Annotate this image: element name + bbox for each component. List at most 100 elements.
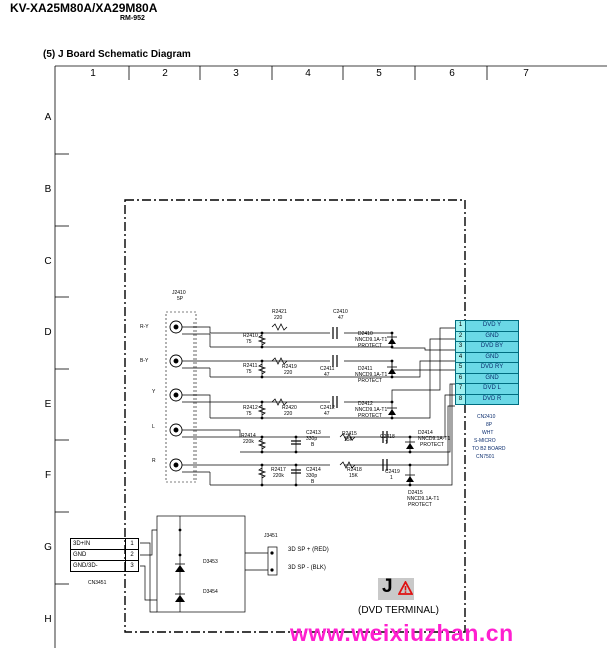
cn2410-note-dest-ref: CN7501 xyxy=(476,454,495,460)
r2420-value: 220 xyxy=(284,411,293,417)
r2410-value: 75 xyxy=(246,339,252,345)
grid-row-h: H xyxy=(44,614,52,625)
c2411-value: 47 xyxy=(324,372,330,378)
r2411-ref: R2411 xyxy=(243,363,258,369)
cn2410-pin-num: 4 xyxy=(455,351,466,363)
cn2410-note-ref: CN2410 xyxy=(477,414,496,420)
r2417-value: 220k xyxy=(273,473,284,479)
cn2410-note-pins: 8P xyxy=(486,422,493,428)
input-label-by: B-Y xyxy=(140,358,149,364)
c2410-value: 47 xyxy=(338,315,344,321)
grid-row-d: D xyxy=(44,327,52,338)
r2419-ref: R2419 xyxy=(282,364,297,370)
r2421-value: 220 xyxy=(274,315,283,321)
r2418-value: 15K xyxy=(349,473,358,479)
d2415-ref: D2415 xyxy=(408,490,423,496)
d2414-ref: D2414 xyxy=(418,430,433,436)
speaker-minus-label: 3D SP - (BLK) xyxy=(288,565,326,571)
grid-row-c: C xyxy=(44,256,52,267)
c2410-ref: C2410 xyxy=(333,309,348,315)
d2415-part: NNCD9.1A-T1 xyxy=(407,496,440,502)
grid-row-f: F xyxy=(44,470,52,481)
cn2410-pin-num: 1 xyxy=(455,320,466,332)
c2413-ref: C2413 xyxy=(306,430,321,436)
cn2410-note-type: S-MICRO xyxy=(474,438,496,444)
input-label-y: Y xyxy=(152,389,156,395)
r2414-ref: R2414 xyxy=(241,433,256,439)
r2415-value: 15K xyxy=(344,437,353,443)
d3454-ref: D3454 xyxy=(203,589,218,595)
cn3451-pin-num: 3 xyxy=(125,560,139,572)
d2410-note: PROTECT xyxy=(358,343,382,349)
c2413-value: 330p xyxy=(306,436,318,442)
grid-col-5: 5 xyxy=(376,68,382,79)
cn2410-pin-signal: DVD R xyxy=(465,393,519,405)
cn2410-pin-num: 7 xyxy=(455,383,466,395)
c2412-ref: C2412 xyxy=(320,405,335,411)
model-title: KV-XA25M80A/XA29M80A xyxy=(10,1,158,15)
d2411-ref: D2411 xyxy=(358,366,373,372)
j3451-ref: J3451 xyxy=(264,533,278,539)
grid-row-a: A xyxy=(44,112,52,123)
input-label-ry: R-Y xyxy=(140,324,149,330)
c2419-ref: C2419 xyxy=(385,469,400,475)
cn2410-pin-signal: DVD RY xyxy=(465,362,519,374)
c2414-type: B xyxy=(311,479,315,485)
grid-row-e: E xyxy=(44,399,52,410)
grid-col-4: 4 xyxy=(305,68,311,79)
d2412-note: PROTECT xyxy=(358,413,382,419)
d2411-note: PROTECT xyxy=(358,378,382,384)
c2413-type: B xyxy=(311,442,315,448)
r2420-ref: R2420 xyxy=(282,405,297,411)
r2417-ref: R2417 xyxy=(271,467,286,473)
c2418-value: 1 xyxy=(385,440,388,446)
d2414-note: PROTECT xyxy=(420,442,444,448)
cn2410-pin-signal: DVD BY xyxy=(465,341,519,353)
r2412-ref: R2412 xyxy=(243,405,258,411)
cn3451-pin-signal: GND/3D- xyxy=(70,560,126,572)
watermark: www.weixiuzhan.cn xyxy=(290,620,514,646)
input-label-l: L xyxy=(152,424,155,430)
grid-row-b: B xyxy=(44,184,52,195)
grid-row-g: G xyxy=(44,542,52,553)
model-subtitle: RM-952 xyxy=(120,15,145,22)
d2411-part: NNCD9.1A-T1 xyxy=(355,372,388,378)
warning-triangle-icon xyxy=(398,581,413,595)
jack-ref-label: J2410 xyxy=(172,290,186,296)
grid-col-7: 7 xyxy=(523,68,529,79)
r2418-ref: R2418 xyxy=(347,467,362,473)
c2418-ref: C2418 xyxy=(380,434,395,440)
cn3451-pin-signal: GND xyxy=(70,549,126,561)
r2411-value: 75 xyxy=(246,369,252,375)
r2419-value: 220 xyxy=(284,370,293,376)
cn2410-note-dest: TO B2 BOARD xyxy=(472,446,506,452)
cn2410-note-color: WHT xyxy=(482,430,494,436)
r2410-ref: R2410 xyxy=(243,333,258,339)
d2414-part: NNCD9.1A-T1 xyxy=(418,436,451,442)
jack-pins-label: 5P xyxy=(177,296,184,302)
c2419-value: 1 xyxy=(390,475,393,481)
section-title: (5) J Board Schematic Diagram xyxy=(43,49,191,60)
grid-col-6: 6 xyxy=(449,68,455,79)
board-caption: (DVD TERMINAL) xyxy=(358,605,439,616)
cn3451-pin-signal: 3D+IN xyxy=(70,538,126,550)
cn2410-pin-num: 5 xyxy=(455,362,466,374)
cn2410-pin-num: 8 xyxy=(455,393,466,405)
r2415-ref: R2415 xyxy=(342,431,357,437)
board-letter: J xyxy=(382,576,393,597)
cn3451-pin-row: GND/3D-3 xyxy=(70,560,139,572)
c2412-value: 47 xyxy=(324,411,330,417)
